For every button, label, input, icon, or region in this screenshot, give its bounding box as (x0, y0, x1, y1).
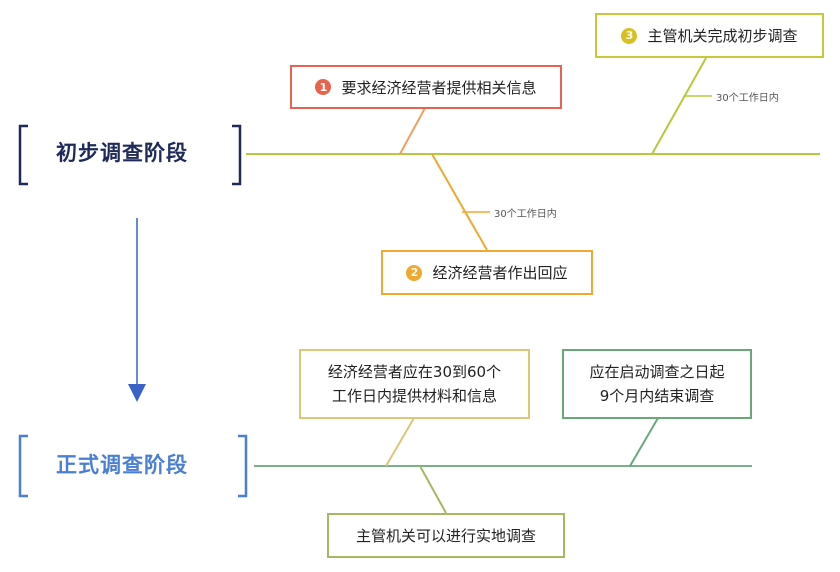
stage2-materials-box: 经济经营者应在30到60个 工作日内提供材料和信息 (299, 349, 530, 419)
step2-connector (431, 153, 488, 251)
stage-arrow-head (128, 384, 146, 402)
stage2-box2-connector (629, 417, 659, 467)
stage1-title: 初步调查阶段 (56, 141, 188, 165)
stage2-box1-connector (385, 417, 415, 467)
stage1-left-bracket (18, 124, 28, 186)
stage2-box3-connector (419, 465, 447, 514)
step2-number-badge: 2 (406, 264, 423, 281)
stage2-deadline-line2: 9个月内结束调查 (599, 387, 715, 405)
step3-number-badge: 3 (621, 27, 638, 44)
stage2-materials-line2: 工作日内提供材料和信息 (331, 387, 497, 405)
stage2-onsite-label: 主管机关可以进行实地调查 (355, 527, 536, 545)
stage2-title: 正式调查阶段 (56, 453, 188, 477)
stage1-right-bracket (232, 124, 242, 186)
stage2-deadline-box: 应在启动调查之日起 9个月内结束调查 (562, 349, 752, 419)
step2-label: 经济经营者作出回应 (432, 264, 568, 282)
stage2-right-bracket (238, 434, 248, 498)
step3-connector (651, 57, 707, 155)
stage2-deadline-line1: 应在启动调查之日起 (589, 363, 725, 381)
step1-number-badge: 1 (315, 79, 332, 95)
stage2-left-bracket (18, 434, 28, 498)
step3-label: 主管机关完成初步调查 (647, 27, 798, 45)
stage2-onsite-box: 主管机关可以进行实地调查 (327, 513, 565, 558)
step2-duration-label: 30个工作日内 (494, 209, 557, 220)
step1-label: 要求经济经营者提供相关信息 (341, 78, 537, 97)
step3-box: 3 主管机关完成初步调查 (595, 13, 824, 58)
step1-connector (399, 107, 426, 155)
step2-box: 2 经济经营者作出回应 (381, 250, 593, 295)
step3-duration-label: 30个工作日内 (716, 93, 779, 104)
stage2-materials-line1: 经济经营者应在30到60个 (327, 363, 502, 381)
step1-box: 1 要求经济经营者提供相关信息 (290, 65, 562, 109)
